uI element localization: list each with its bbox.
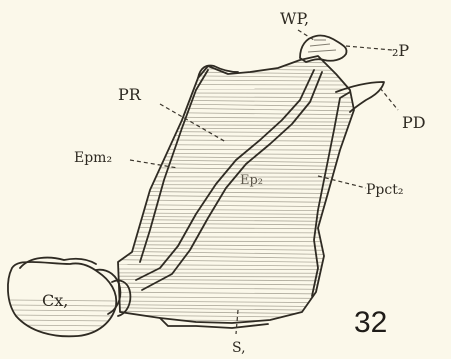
hatch-stroke [110,75,359,78]
hatch-stroke [113,125,357,126]
hatch-stroke [113,156,357,159]
leader-pd [380,88,398,110]
hatch-stroke [107,216,363,218]
hatch-stroke [113,260,357,263]
hatch-stroke [113,209,357,211]
hatch-stroke [110,279,360,281]
leader-pr [160,104,226,142]
hatch-stroke [107,232,362,233]
body-hatching [107,61,363,325]
hatch-stroke [113,223,357,225]
hatch-stroke [108,99,362,102]
wing-process-detail [308,40,336,52]
label-pr: PR [118,85,142,104]
coxa-articulation [96,270,120,314]
label-epm: Epm₂ [74,150,112,166]
hatch-stroke [111,297,358,299]
hatch-stroke [107,283,363,285]
hatch-stroke [109,128,360,129]
label-pd: PD [402,113,426,132]
hatch-stroke [110,204,360,207]
figure-number: 32 [354,306,387,339]
hatch-stroke [110,135,360,137]
hatch-stroke [108,248,362,251]
anterior-ridge [140,70,208,262]
hatch-stroke [113,292,357,294]
coxa-hatch-stroke [10,315,118,316]
hatch-stroke [112,172,358,174]
label-ep: Ep₂ [240,173,263,188]
hatch-stroke [109,84,361,85]
label-wp: WP, [280,9,309,28]
hatch-stroke [107,65,363,67]
label-s: S, [232,340,246,356]
hatch-stroke [107,149,363,150]
hatch-stroke [112,103,358,107]
hatch-stroke [107,80,363,82]
leader-ppct [318,176,366,188]
hatch-stroke [109,219,361,221]
hatch-stroke [108,305,361,307]
hatch-stroke [109,264,361,266]
hatch-stroke [111,324,358,325]
hatch-stroke [110,68,360,71]
label-cx: Cx, [42,291,68,310]
leader-wp [298,30,314,40]
hatch-stroke [111,93,358,94]
hatch-stroke [110,144,359,145]
hatch-stroke [112,308,357,311]
hatch-stroke [107,301,362,303]
hatch-stroke [111,255,358,259]
hatch-stroke [107,117,362,119]
hatch-stroke [108,112,361,115]
coxa-hatch-stroke [10,330,118,331]
hatch-stroke [112,311,358,314]
coxa-hatch-stroke [10,310,118,311]
hatch-stroke [108,96,363,98]
hatch-stroke [108,167,362,170]
hatch-stroke [108,320,363,322]
hatch-stroke [113,140,357,142]
coxa-hatch-stroke [10,320,118,321]
label-ppct: Ppct₂ [366,182,403,198]
hatch-stroke [108,237,362,238]
hatch-stroke [111,121,359,122]
hatch-stroke [107,131,363,133]
hatch-stroke [107,269,363,270]
hatch-stroke [107,163,362,167]
hatch-stroke [111,227,358,229]
hatch-stroke [112,107,357,111]
leader-2p [346,46,392,50]
label-2p: ₂P [392,41,409,60]
posterior-ridge [312,92,350,296]
hatch-stroke [109,153,361,155]
